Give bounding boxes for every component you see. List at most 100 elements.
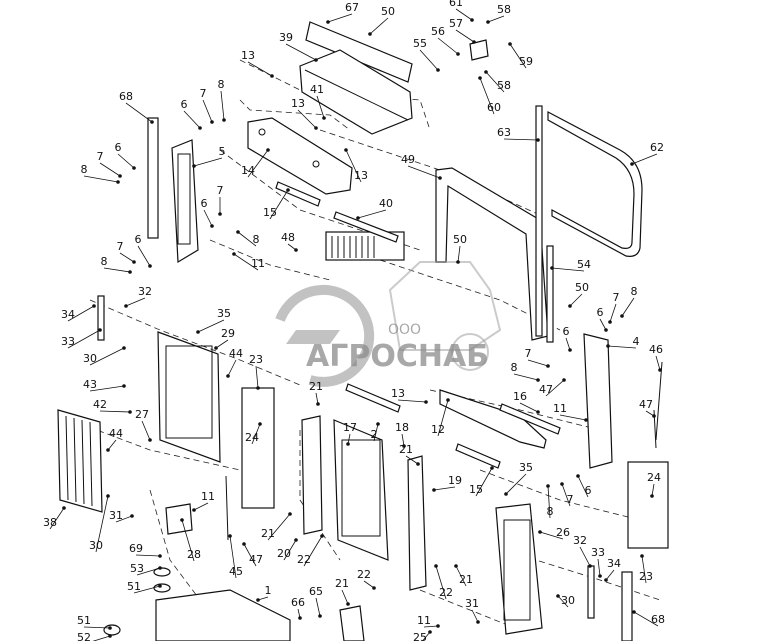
fastener-dot xyxy=(490,466,494,470)
leader-line xyxy=(455,565,467,587)
leader-line xyxy=(433,486,456,491)
leader-line xyxy=(203,209,213,227)
callout-number: 55 xyxy=(413,37,427,50)
callout-number: 8 xyxy=(218,78,225,91)
leader-line xyxy=(67,305,95,322)
leader-line xyxy=(303,535,323,567)
leader-line xyxy=(220,90,225,121)
callout-number: 50 xyxy=(381,5,395,18)
callout-number: 54 xyxy=(577,258,591,271)
callout-number: 56 xyxy=(431,25,445,38)
leader-line xyxy=(577,475,589,498)
callout-number: 51 xyxy=(77,614,91,627)
callout-number: 11 xyxy=(201,490,215,503)
fastener-dot xyxy=(288,512,292,516)
fastener-dot xyxy=(108,626,112,630)
callout-number: 39 xyxy=(279,31,293,44)
fastener-dot xyxy=(432,488,436,492)
leader-line xyxy=(83,175,119,183)
leader-line xyxy=(455,8,473,21)
leader-line xyxy=(229,535,237,579)
callout-number: 4 xyxy=(633,335,640,348)
callout-number: 62 xyxy=(650,141,664,154)
leader-line xyxy=(267,513,291,541)
callout-number: 23 xyxy=(249,353,263,366)
leader-line xyxy=(405,455,419,465)
fastener-dot xyxy=(228,534,232,538)
callout-number: 8 xyxy=(81,163,88,176)
fastener-dot xyxy=(486,20,490,24)
watermark: ООО АГРОСНАБ xyxy=(275,261,502,387)
fastener-dot xyxy=(620,314,624,318)
callout-number: 49 xyxy=(401,153,415,166)
callout-number: 21 xyxy=(309,380,323,393)
leader-line xyxy=(315,597,321,617)
fastener-dot xyxy=(478,76,482,80)
fastener-dot xyxy=(150,120,154,124)
callout-number: 17 xyxy=(343,421,357,434)
callout-number: 42 xyxy=(93,398,107,411)
fastener-dot xyxy=(560,482,564,486)
callout-number: 11 xyxy=(553,402,567,415)
part-outlines xyxy=(57,21,669,641)
leader-line xyxy=(455,29,475,43)
callout-number: 35 xyxy=(217,307,231,320)
leader-line xyxy=(539,531,564,540)
callout-number: 22 xyxy=(439,586,453,599)
leader-line xyxy=(316,95,325,119)
fastener-dot xyxy=(436,68,440,72)
fastener-dot xyxy=(118,174,122,178)
callout-number: 7 xyxy=(613,291,620,304)
leader-line xyxy=(597,558,601,577)
fastener-dot xyxy=(124,304,128,308)
leader-line xyxy=(117,153,135,169)
fastener-dot xyxy=(568,348,572,352)
callout-number: 7 xyxy=(567,493,574,506)
callout-number: 5 xyxy=(219,145,226,158)
leader-line xyxy=(519,402,539,413)
leader-line xyxy=(247,149,269,178)
callout-number: 11 xyxy=(417,614,431,627)
callout-number: 47 xyxy=(539,383,553,396)
callout-number: 35 xyxy=(519,461,533,474)
fastener-dot xyxy=(226,374,230,378)
fastener-dot xyxy=(536,378,540,382)
callout-number: 59 xyxy=(519,55,533,68)
leader-line xyxy=(237,231,257,247)
fastener-dot xyxy=(550,266,554,270)
callout-number: 7 xyxy=(217,184,224,197)
fastener-dot xyxy=(106,494,110,498)
leader-line xyxy=(503,138,539,141)
callout-number: 6 xyxy=(201,197,208,210)
leader-line xyxy=(505,473,527,495)
leader-line xyxy=(579,546,591,567)
leader-line xyxy=(557,595,569,608)
fastener-dot xyxy=(608,320,612,324)
leader-line xyxy=(397,399,427,403)
callout-number: 2 xyxy=(371,428,378,441)
callout-number: 21 xyxy=(459,573,473,586)
fastener-dot xyxy=(346,602,350,606)
fastener-dot xyxy=(472,40,476,44)
callout-number: 13 xyxy=(354,169,368,182)
callout-number: 27 xyxy=(135,408,149,421)
fastener-dot xyxy=(158,554,162,558)
callout-number: 48 xyxy=(281,231,295,244)
callout-number: 53 xyxy=(130,562,144,575)
fastener-dot xyxy=(270,74,274,78)
fastener-dot xyxy=(128,270,132,274)
callout-number: 31 xyxy=(465,597,479,610)
fastener-dot xyxy=(576,474,580,478)
fastener-dot xyxy=(314,58,318,62)
callout-number: 46 xyxy=(649,343,663,356)
callout-number: 21 xyxy=(399,443,413,456)
callout-number: 21 xyxy=(335,577,349,590)
callout-number: 29 xyxy=(221,327,235,340)
fastener-dot xyxy=(132,166,136,170)
fastener-dot xyxy=(346,442,350,446)
leader-line xyxy=(547,485,551,519)
leader-line xyxy=(95,495,109,553)
fastener-dot xyxy=(546,364,550,368)
fastener-dot xyxy=(470,18,474,22)
leader-line xyxy=(363,580,375,589)
